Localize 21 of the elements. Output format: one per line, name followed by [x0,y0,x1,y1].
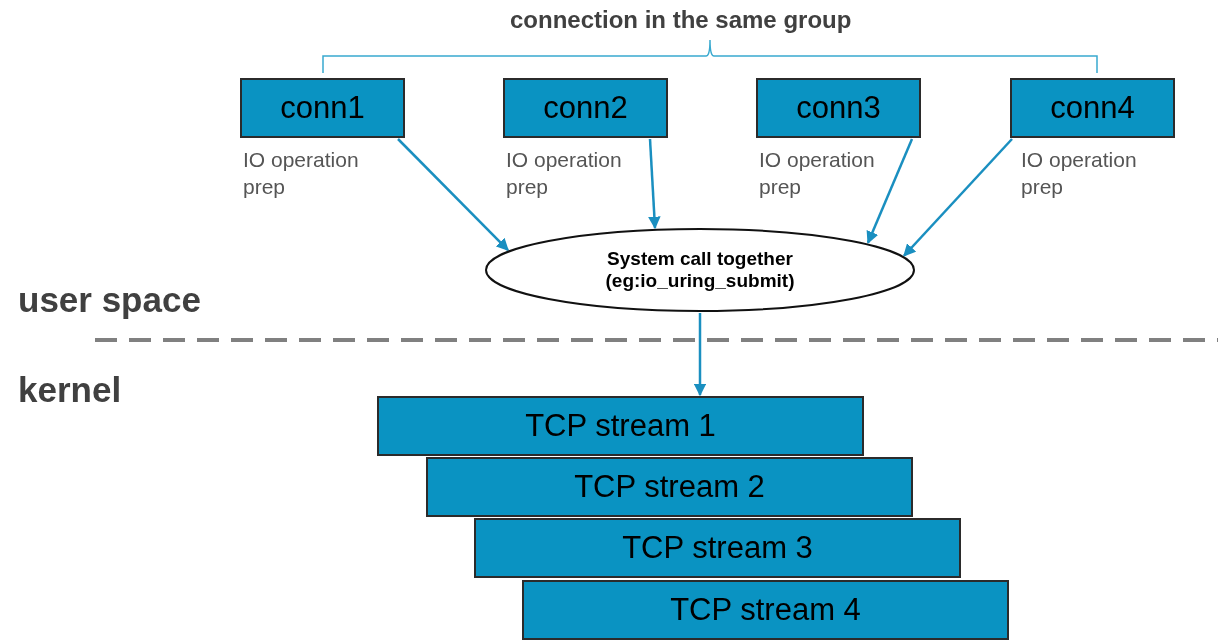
group-caption: connection in the same group [510,6,852,34]
box-caption: IO operation prep [243,147,360,201]
arrow [866,138,914,244]
arrow [693,313,707,397]
stream-box: TCP stream 3 [474,518,961,578]
arrow [397,138,509,251]
region-label: user space [18,280,201,320]
stream-box: TCP stream 1 [377,396,864,456]
arrow [648,138,661,230]
stream-box: TCP stream 4 [522,580,1009,640]
region-label: kernel [18,370,122,410]
connection-box: conn1 [240,78,405,138]
connection-box: conn4 [1010,78,1175,138]
arrow [903,138,1013,257]
node-label: System call together (eg:io_uring_submit) [604,248,796,292]
connection-box: conn3 [756,78,921,138]
box-caption: IO operation prep [759,147,876,201]
stream-box: TCP stream 2 [426,457,913,517]
connection-box: conn2 [503,78,668,138]
box-caption: IO operation prep [506,147,623,201]
box-caption: IO operation prep [1021,147,1138,201]
